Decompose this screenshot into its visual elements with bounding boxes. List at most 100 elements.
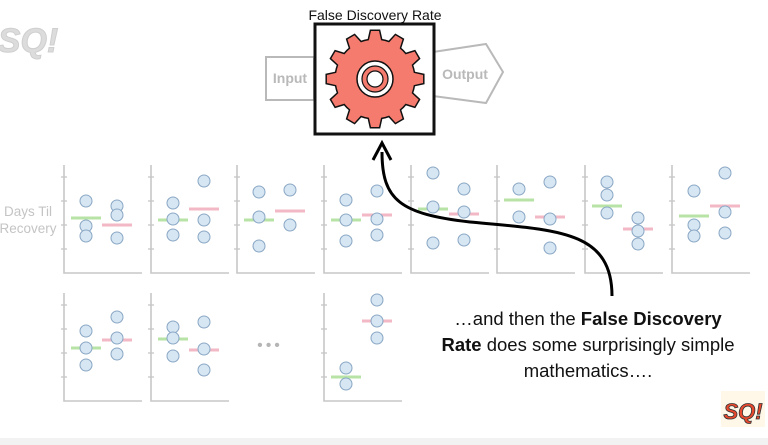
sample-dot: [370, 331, 384, 345]
caption-part2: does some surprisingly simple mathematic…: [481, 334, 735, 381]
input-label: Input: [273, 70, 308, 86]
sample-dot: [110, 231, 124, 245]
bottom-strip: [0, 438, 768, 445]
sample-dot: [543, 241, 557, 255]
sample-dot: [79, 324, 93, 338]
sample-dot: [687, 229, 701, 243]
sample-dot: [339, 193, 353, 207]
mini-plots: [61, 165, 750, 402]
logo-statquest-top: SQ!: [0, 0, 62, 72]
mini-plot-axes: [671, 165, 750, 274]
sample-dot: [512, 182, 526, 196]
sample-dot: [166, 320, 180, 334]
logo-top-text: SQ!: [0, 22, 58, 60]
sample-dot: [283, 183, 297, 197]
sample-dot: [110, 208, 124, 222]
sample-dot: [370, 314, 384, 328]
mini-plot: [669, 165, 750, 274]
sample-dot: [457, 205, 471, 219]
sample-dot: [339, 213, 353, 227]
mini-plot: [148, 165, 229, 274]
sample-dot: [600, 206, 614, 220]
sample-dot: [79, 194, 93, 208]
mini-plot: [148, 293, 229, 402]
mini-plot: [582, 165, 663, 274]
sample-dot: [283, 218, 297, 232]
sample-dot: [252, 239, 266, 253]
mini-plot: [321, 165, 402, 274]
sample-dot: [197, 174, 211, 188]
sample-dot: [426, 166, 440, 180]
sample-dot: [718, 226, 732, 240]
sample-dot: [166, 349, 180, 363]
sample-dot: [339, 234, 353, 248]
y-axis-label-line1: Days Til: [4, 204, 52, 219]
sample-dot: [197, 213, 211, 227]
mini-plot: [494, 165, 575, 274]
mini-plot-axes: [323, 293, 402, 402]
sample-dot: [457, 233, 471, 247]
sample-dot: [166, 196, 180, 210]
sample-dot: [718, 205, 732, 219]
caption-text: …and then the False Discovery Rate does …: [438, 306, 738, 384]
sample-dot: [370, 293, 384, 307]
logo-statquest-corner: SQ!: [721, 391, 765, 427]
sample-dot: [512, 210, 526, 224]
sample-dot: [687, 218, 701, 232]
sample-dot: [339, 377, 353, 391]
sample-dot: [197, 315, 211, 329]
sample-dot: [543, 175, 557, 189]
sample-dot: [631, 211, 645, 225]
fdr-box: [313, 22, 436, 136]
sample-dot: [426, 200, 440, 214]
sample-dot: [110, 331, 124, 345]
sample-dot: [110, 347, 124, 361]
input-box: Input: [265, 56, 315, 101]
mini-plot-axes: [496, 165, 575, 274]
sample-dot: [600, 188, 614, 202]
mini-plot: [61, 165, 142, 274]
sample-dot: [166, 331, 180, 345]
curved-arrow: [371, 139, 614, 297]
mini-plot: [234, 165, 315, 274]
sample-dot: [687, 184, 701, 198]
sample-dot: [197, 230, 211, 244]
mini-plot-axes: [584, 165, 663, 274]
sample-dot: [457, 182, 471, 196]
sample-dot: [631, 237, 645, 251]
sample-dot: [339, 361, 353, 375]
gear-icon: [325, 29, 425, 129]
sample-dot: [543, 212, 557, 226]
caption-bold1: False Discovery: [580, 308, 722, 329]
sample-dot: [79, 358, 93, 372]
sample-dot: [79, 341, 93, 355]
mini-plot: [321, 293, 402, 402]
sample-dot: [426, 236, 440, 250]
sample-dot: [252, 210, 266, 224]
fdr-box-title: False Discovery Rate: [308, 7, 441, 23]
ellipsis: •••: [257, 337, 283, 354]
sample-dot: [370, 184, 384, 198]
sample-dot: [110, 310, 124, 324]
sample-dot: [370, 212, 384, 226]
y-axis-label-line2: Recovery: [0, 221, 57, 236]
output-arrow: Output: [432, 42, 505, 105]
sample-dot: [197, 363, 211, 377]
mini-plot-axes: [150, 293, 229, 402]
sample-dot: [631, 224, 645, 238]
gear-hole: [366, 70, 384, 88]
sample-dot: [197, 342, 211, 356]
logo-corner-text: SQ!: [723, 399, 762, 424]
sample-dot: [166, 212, 180, 226]
output-label: Output: [442, 66, 488, 82]
mini-plot: [61, 293, 142, 402]
sample-dot: [370, 228, 384, 242]
sample-dot: [600, 175, 614, 189]
mini-plot: [408, 165, 489, 274]
sample-dot: [79, 229, 93, 243]
sample-dot: [252, 185, 266, 199]
sample-dot: [166, 228, 180, 242]
caption-part1: …and then the: [454, 308, 581, 329]
caption-bold2: Rate: [441, 334, 482, 355]
